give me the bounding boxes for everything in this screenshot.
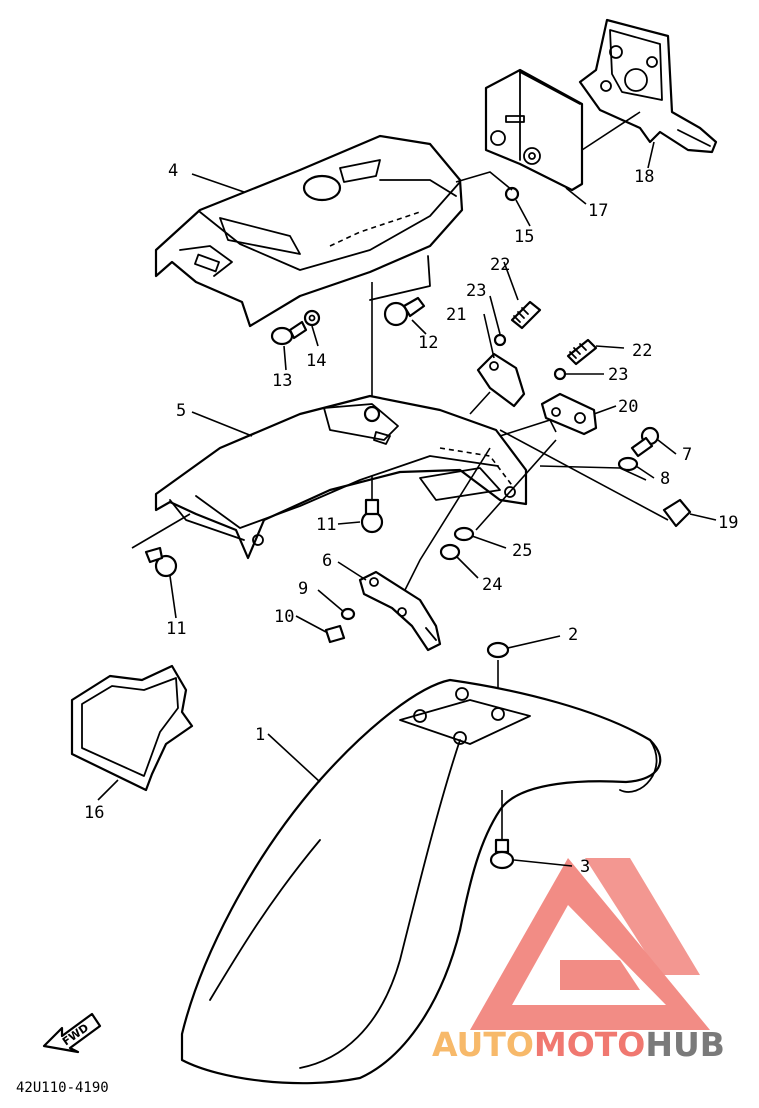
part-4-upper-cover xyxy=(154,134,464,328)
watermark-g-mark xyxy=(560,960,640,990)
callout-2: 2 xyxy=(568,625,578,645)
callout-13: 13 xyxy=(272,371,292,391)
part-22-bolt-upper xyxy=(510,300,542,330)
automotohub-watermark xyxy=(470,858,710,1030)
callout-17: 17 xyxy=(588,201,608,221)
drawing-code: 42U110-4190 xyxy=(16,1080,109,1096)
part-18-bracket xyxy=(578,18,718,154)
part-14-washer xyxy=(303,309,321,327)
callout-11-left: 11 xyxy=(166,619,186,639)
callout-1: 1 xyxy=(255,725,265,745)
callout-22-right: 22 xyxy=(632,341,652,361)
callout-9: 9 xyxy=(298,579,308,599)
callout-19: 19 xyxy=(718,513,738,533)
part-8-washer xyxy=(617,456,639,472)
callout-18: 18 xyxy=(634,167,654,187)
part-25-grommet xyxy=(453,526,475,542)
part-13-bolt xyxy=(270,320,308,346)
part-11-bolt-center xyxy=(360,476,384,534)
part-11-bolt-left xyxy=(131,513,191,578)
callout-7: 7 xyxy=(682,445,692,465)
part-5-lower-cover xyxy=(154,394,528,560)
part-7-bolt xyxy=(630,426,660,458)
part-22-bolt-right xyxy=(566,338,598,366)
callout-22-upper: 22 xyxy=(490,255,510,275)
callout-11-center: 11 xyxy=(316,515,336,535)
part-17-taillight xyxy=(484,68,641,192)
callout-4: 4 xyxy=(168,161,178,181)
part-1-fender xyxy=(180,678,662,1085)
part-12-bolt xyxy=(383,296,426,327)
callout-23-upper: 23 xyxy=(466,281,486,301)
callout-14: 14 xyxy=(306,351,326,371)
callout-12: 12 xyxy=(418,333,438,353)
part-20-bracket xyxy=(540,392,598,436)
fwd-arrow-icon: FWD xyxy=(42,1012,102,1054)
watermark-text: AUTOMOTOHUB xyxy=(432,1025,725,1064)
watermark-brand-auto: AUTO xyxy=(432,1025,534,1064)
watermark-brand-moto: MOTO xyxy=(534,1025,645,1064)
callout-10: 10 xyxy=(274,607,294,627)
callout-15: 15 xyxy=(514,227,534,247)
callout-6: 6 xyxy=(322,551,332,571)
part-21-bracket xyxy=(469,352,526,415)
watermark-m-peak xyxy=(585,858,700,975)
part-15-nut xyxy=(504,186,520,202)
callout-8: 8 xyxy=(660,469,670,489)
callout-16: 16 xyxy=(84,803,104,823)
part-19-reflector xyxy=(662,498,692,528)
callout-20: 20 xyxy=(618,397,638,417)
callout-5: 5 xyxy=(176,401,186,421)
part-9-screw xyxy=(340,607,356,621)
callout-21: 21 xyxy=(446,305,466,325)
callout-23-right: 23 xyxy=(608,365,628,385)
part-23-washer-right xyxy=(553,367,567,381)
part-10-nut xyxy=(324,624,346,644)
callout-25: 25 xyxy=(512,541,532,561)
watermark-brand-hub: HUB xyxy=(645,1025,725,1064)
part-24-nut xyxy=(439,543,461,561)
part-6-plate xyxy=(358,570,442,652)
part-23-washer-upper xyxy=(493,333,507,347)
callout-24: 24 xyxy=(482,575,502,595)
part-16-mudflap xyxy=(70,664,194,792)
part-3-bolt xyxy=(489,790,515,870)
callout-3: 3 xyxy=(580,857,590,877)
callout-leaders xyxy=(97,141,717,867)
